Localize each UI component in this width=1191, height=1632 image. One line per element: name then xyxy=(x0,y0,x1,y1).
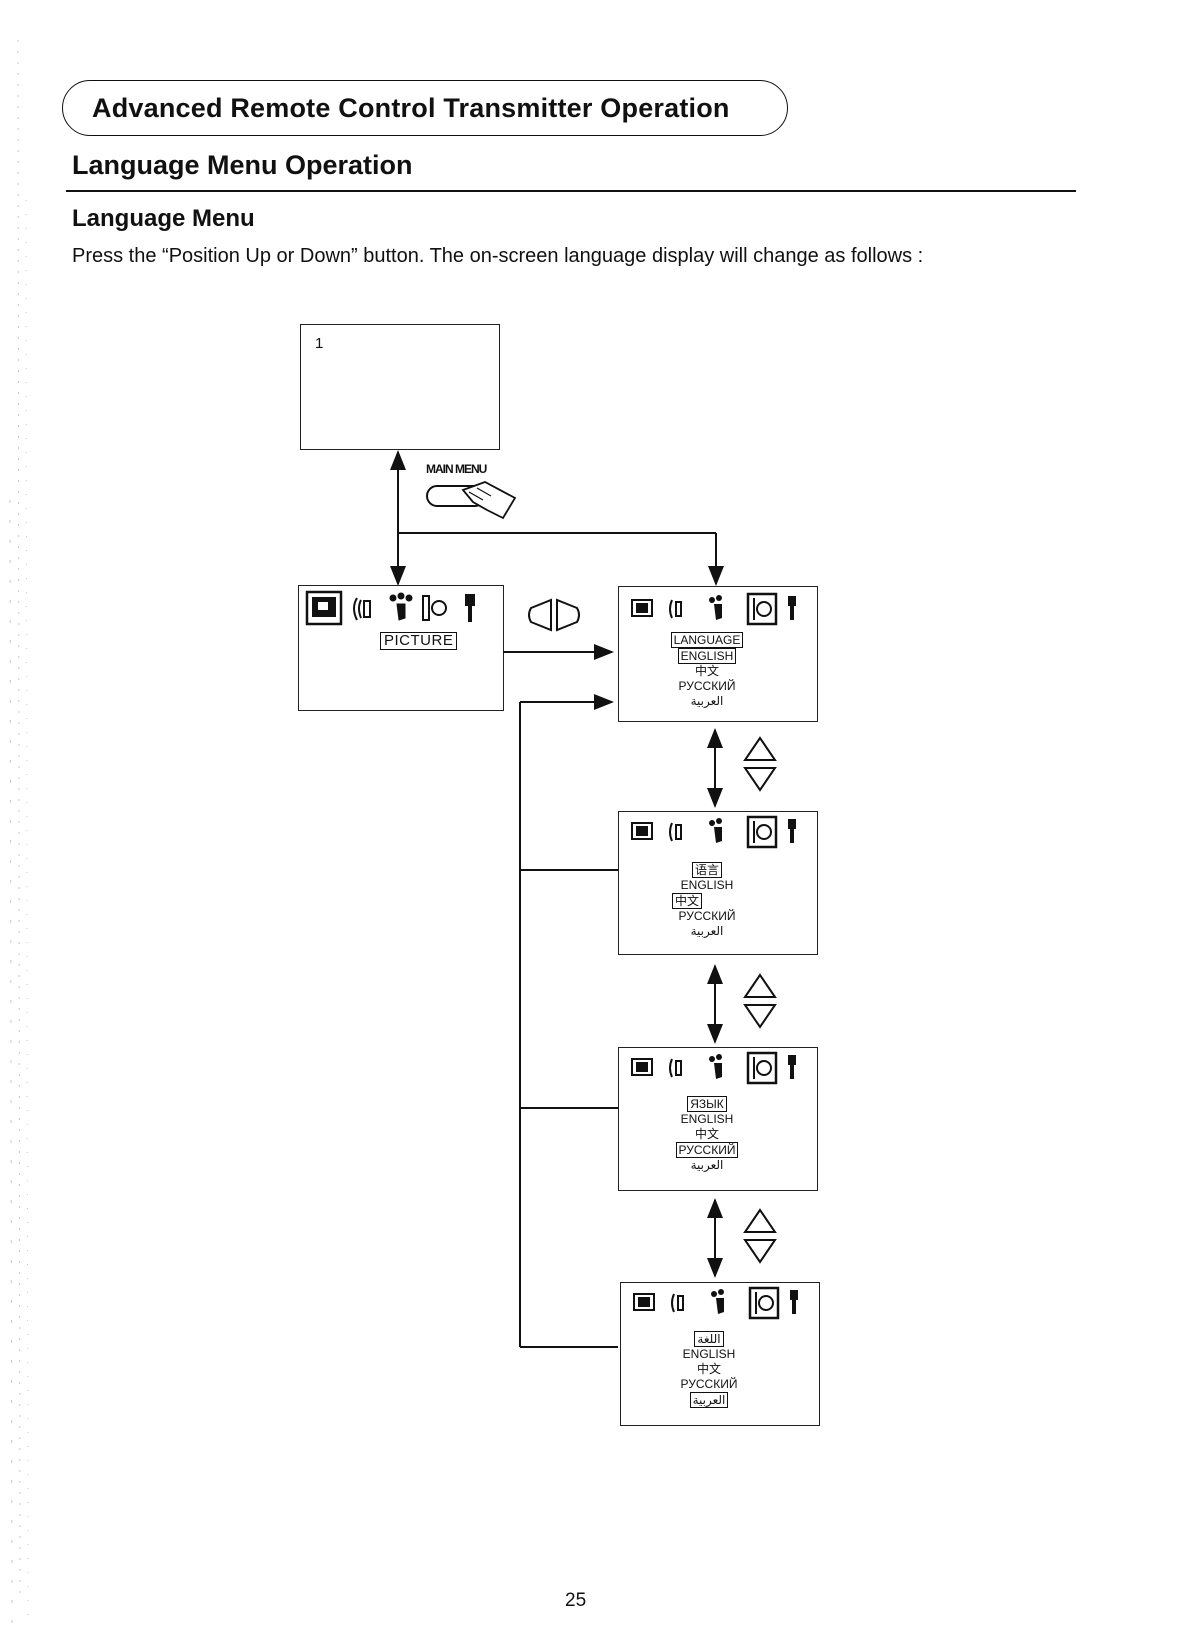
sound-icon xyxy=(353,597,371,621)
setup-icon xyxy=(422,595,447,621)
main-menu-button-icon[interactable] xyxy=(425,480,525,530)
language-icons-3 xyxy=(631,1051,796,1085)
language-option-selected[interactable]: العربية xyxy=(689,1392,729,1408)
language-option-selected[interactable]: РУССКИЙ xyxy=(675,1142,739,1158)
plug-icon xyxy=(465,594,475,622)
timer-icon xyxy=(389,592,413,621)
language-list-1: LANGUAGE ENGLISH 中文 РУССКИЙ العربية xyxy=(652,632,762,709)
language-option-selected[interactable]: ENGLISH xyxy=(677,648,737,664)
title-banner xyxy=(62,80,788,136)
language-option[interactable]: العربية xyxy=(690,924,724,938)
language-heading: اللغة xyxy=(694,1331,724,1347)
divider xyxy=(66,190,1076,192)
language-icons-2 xyxy=(631,815,796,849)
language-option[interactable]: РУССКИЙ xyxy=(680,1377,738,1391)
main-menu-label: MAIN MENU xyxy=(426,462,487,476)
language-option-selected[interactable]: 中文 xyxy=(672,893,703,909)
language-icons-1 xyxy=(631,592,796,626)
language-option[interactable]: РУССКИЙ xyxy=(678,679,736,693)
language-option[interactable]: ENGLISH xyxy=(680,878,734,892)
language-option[interactable]: ENGLISH xyxy=(680,1112,734,1126)
section-title: Language Menu Operation xyxy=(72,150,413,180)
intro-text: Press the “Position Up or Down” button. … xyxy=(72,245,924,267)
language-heading: LANGUAGE xyxy=(670,632,744,648)
language-option[interactable]: РУССКИЙ xyxy=(678,909,736,923)
menu-icon-row xyxy=(305,590,475,626)
language-option[interactable]: 中文 xyxy=(694,1127,719,1141)
language-list-4: اللغة ENGLISH 中文 РУССКИЙ العربية xyxy=(654,1331,764,1408)
language-option[interactable]: العربية xyxy=(690,1158,724,1172)
language-list-3: ЯЗЫК ENGLISH 中文 РУССКИЙ العربية xyxy=(652,1096,762,1173)
scan-edge-noise xyxy=(9,39,29,1631)
language-icons-4 xyxy=(633,1286,798,1320)
language-heading: 语言 xyxy=(691,862,722,878)
language-option[interactable]: 中文 xyxy=(694,664,719,678)
channel-number: 1 xyxy=(315,335,324,352)
tv-screen xyxy=(300,324,500,450)
subsection-title: Language Menu xyxy=(72,205,255,232)
page-number: 25 xyxy=(565,1590,587,1611)
language-option[interactable]: العربية xyxy=(690,694,724,708)
picture-icon xyxy=(305,590,343,626)
language-list-2: 语言 ENGLISH 中文 РУССКИЙ العربية xyxy=(652,862,762,939)
main-title: Advanced Remote Control Transmitter Oper… xyxy=(92,93,730,123)
picture-label: PICTURE xyxy=(380,632,458,650)
left-right-buttons-icon xyxy=(528,598,580,632)
language-heading: ЯЗЫК xyxy=(687,1096,727,1112)
language-option[interactable]: ENGLISH xyxy=(682,1347,736,1361)
language-option[interactable]: 中文 xyxy=(696,1362,721,1376)
